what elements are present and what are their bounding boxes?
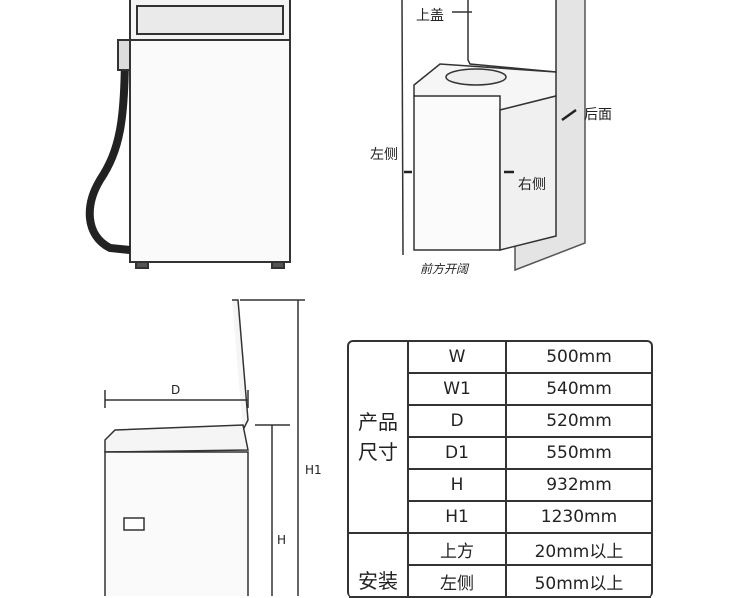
installation-clearance-diagram bbox=[401, 0, 586, 272]
table-row: 安装 上方 20mm以上 bbox=[349, 534, 651, 598]
washer-side-view bbox=[104, 299, 305, 596]
label-front: 前方开阔 bbox=[420, 262, 469, 276]
table-row: 产品尺寸 W 500mm bbox=[349, 342, 651, 534]
label-right: 右侧 bbox=[518, 177, 546, 193]
spec-key: H1 bbox=[409, 502, 507, 534]
spec-key: D1 bbox=[409, 438, 507, 470]
spec-value: 500mm bbox=[507, 342, 651, 374]
label-rear: 后面 bbox=[584, 107, 612, 123]
dim-total-height: H1 bbox=[305, 463, 322, 477]
spec-key: 上方 bbox=[409, 534, 507, 566]
washer-front-view bbox=[85, 0, 291, 269]
spec-value: 20mm以上 bbox=[507, 534, 651, 566]
spec-key: W bbox=[409, 342, 507, 374]
spec-value: 1230mm bbox=[507, 502, 651, 534]
spec-key: H bbox=[409, 470, 507, 502]
spec-value: 932mm bbox=[507, 470, 651, 502]
dim-height: H bbox=[277, 533, 287, 547]
spec-value: 520mm bbox=[507, 406, 651, 438]
spec-value: 550mm bbox=[507, 438, 651, 470]
group-label: 产品尺寸 bbox=[349, 342, 409, 534]
spec-value: 540mm bbox=[507, 374, 651, 406]
spec-value: 50mm以上 bbox=[507, 566, 651, 598]
spec-key: D bbox=[409, 406, 507, 438]
spec-key: W1 bbox=[409, 374, 507, 406]
group-label: 安装 bbox=[349, 534, 409, 598]
label-left: 左侧 bbox=[370, 147, 398, 163]
label-lid: 上盖 bbox=[416, 8, 444, 24]
spec-key: 左侧 bbox=[409, 566, 507, 598]
dim-depth: D bbox=[171, 383, 181, 397]
